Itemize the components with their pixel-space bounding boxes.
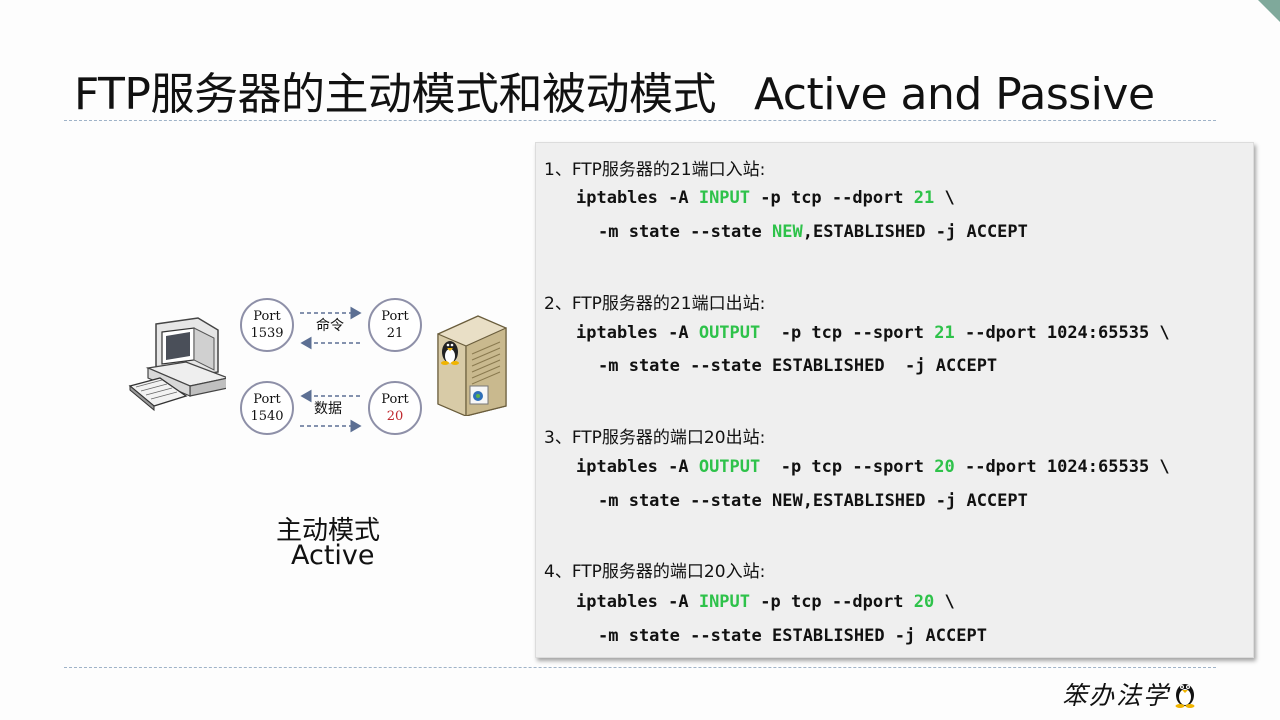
computer-icon (128, 317, 226, 412)
port-label: Port (381, 309, 409, 324)
rule-3-heading: 3、FTP服务器的端口20出站: (544, 428, 766, 448)
port-label: Port (253, 309, 281, 324)
port-number: 20 (386, 409, 404, 424)
port-number: 1539 (250, 326, 284, 341)
rule-4-line-1: iptables -A INPUT -p tcp --dport 20 \ (576, 592, 955, 612)
command-label: 命令 (316, 318, 344, 334)
mode-label-en: Active (291, 540, 375, 571)
footer-divider (64, 667, 1216, 668)
iptables-rules-panel: 1、FTP服务器的21端口入站: iptables -A INPUT -p tc… (535, 142, 1254, 658)
rule-1-line-1: iptables -A INPUT -p tcp --dport 21 \ (576, 188, 955, 208)
brand-logo-text: 笨办法学 (1062, 681, 1171, 710)
port-label: Port (253, 392, 281, 407)
rule-3-line-2: -m state --state NEW,ESTABLISHED -j ACCE… (598, 491, 1028, 511)
rule-4-heading: 4、FTP服务器的端口20入站: (544, 562, 766, 582)
page-title: FTP服务器的主动模式和被动模式 Active and Passive (74, 58, 1155, 122)
rule-2-line-2: -m state --state ESTABLISHED -j ACCEPT (598, 356, 998, 376)
port-client-cmd: Port 1539 (240, 298, 294, 352)
penguin-icon (1175, 684, 1195, 708)
rule-3-line-1: iptables -A OUTPUT -p tcp --sport 20 --d… (576, 457, 1170, 477)
corner-accent (1258, 0, 1280, 22)
port-server-data: Port 20 (368, 381, 422, 435)
port-number: 1540 (250, 409, 284, 424)
rule-1-heading: 1、FTP服务器的21端口入站: (544, 160, 766, 180)
flow-arrows (300, 306, 362, 433)
rule-2-heading: 2、FTP服务器的21端口出站: (544, 294, 766, 314)
title-divider (64, 120, 1216, 121)
port-number: 21 (386, 326, 404, 341)
rule-4-line-2: -m state --state ESTABLISHED -j ACCEPT (598, 626, 987, 646)
port-label: Port (381, 392, 409, 407)
linux-server-icon (437, 315, 507, 416)
rule-1-line-2: -m state --state NEW,ESTABLISHED -j ACCE… (598, 222, 1028, 242)
active-mode-diagram: Port 1539 Port 21 Port 1540 Port 20 命令 数… (120, 290, 520, 440)
mode-label-cn: 主动模式 (276, 516, 381, 546)
port-server-cmd: Port 21 (368, 298, 422, 352)
title-cn: FTP服务器的主动模式和被动模式 (74, 69, 716, 120)
data-label: 数据 (314, 401, 342, 417)
title-en: Active and Passive (753, 69, 1155, 120)
rule-2-line-1: iptables -A OUTPUT -p tcp --sport 21 --d… (576, 323, 1170, 343)
port-client-data: Port 1540 (240, 381, 294, 435)
